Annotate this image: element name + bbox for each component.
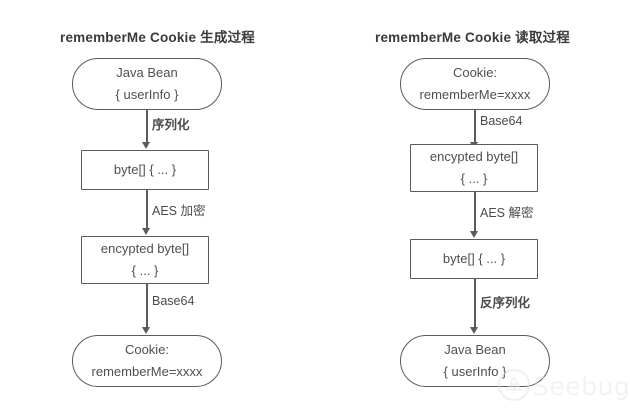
flow-column-generate: rememberMe Cookie 生成过程 Java Bean { userI…	[60, 30, 255, 387]
column-title-read: rememberMe Cookie 读取过程	[375, 30, 570, 45]
node-text-line1: byte[] { ... }	[113, 161, 177, 177]
node-text-line2: { ... }	[131, 262, 159, 278]
node-read-java-bean: Java Bean { userInfo }	[400, 335, 550, 387]
flow-column-read: rememberMe Cookie 读取过程 Cookie: rememberM…	[315, 0, 630, 412]
edge-label-generate-2: AES 加密	[152, 204, 206, 218]
node-read-cookie: Cookie: rememberMe=xxxx	[400, 58, 550, 110]
edge-label-generate-3: Base64	[152, 294, 195, 308]
node-text-line1: Cookie:	[124, 342, 170, 358]
node-text-line1: byte[] { ... }	[442, 250, 506, 266]
arrowhead-read-3	[470, 327, 479, 334]
node-generate-encrypted-byte-array: encypted byte[] { ... }	[81, 236, 209, 284]
column-title-generate: rememberMe Cookie 生成过程	[60, 30, 255, 45]
node-text-line2: rememberMe=xxxx	[91, 363, 203, 379]
node-read-byte-array: byte[] { ... }	[410, 239, 538, 279]
edge-label-read-3: 反序列化	[480, 296, 531, 310]
arrowhead-generate-2	[142, 228, 151, 235]
node-text-line1: Cookie:	[452, 65, 498, 81]
node-generate-cookie: Cookie: rememberMe=xxxx	[72, 335, 222, 387]
node-text-line2: { ... }	[460, 170, 488, 186]
connector-generate-3	[146, 284, 148, 328]
arrowhead-generate-1	[142, 142, 151, 149]
node-generate-java-bean: Java Bean { userInfo }	[72, 58, 222, 110]
connector-generate-1	[146, 110, 148, 143]
connector-read-1	[474, 110, 476, 143]
node-read-encrypted-byte-array: encypted byte[] { ... }	[410, 144, 538, 192]
edge-label-read-2: AES 解密	[480, 206, 534, 220]
connector-read-3	[474, 279, 476, 328]
node-generate-byte-array: byte[] { ... }	[81, 150, 209, 190]
node-text-line1: Java Bean	[116, 65, 178, 81]
edge-label-generate-1: 序列化	[152, 118, 190, 132]
arrowhead-read-2	[470, 231, 479, 238]
node-text-line2: { userInfo }	[115, 86, 179, 102]
node-text-line1: encypted byte[]	[100, 241, 190, 257]
node-text-line2: { userInfo }	[443, 363, 507, 379]
node-text-line1: Java Bean	[444, 342, 506, 358]
connector-read-2	[474, 192, 476, 232]
connector-generate-2	[146, 190, 148, 229]
arrowhead-generate-3	[142, 327, 151, 334]
node-text-line2: rememberMe=xxxx	[419, 86, 531, 102]
edge-label-read-1: Base64	[480, 114, 523, 128]
node-text-line1: encypted byte[]	[429, 149, 519, 165]
